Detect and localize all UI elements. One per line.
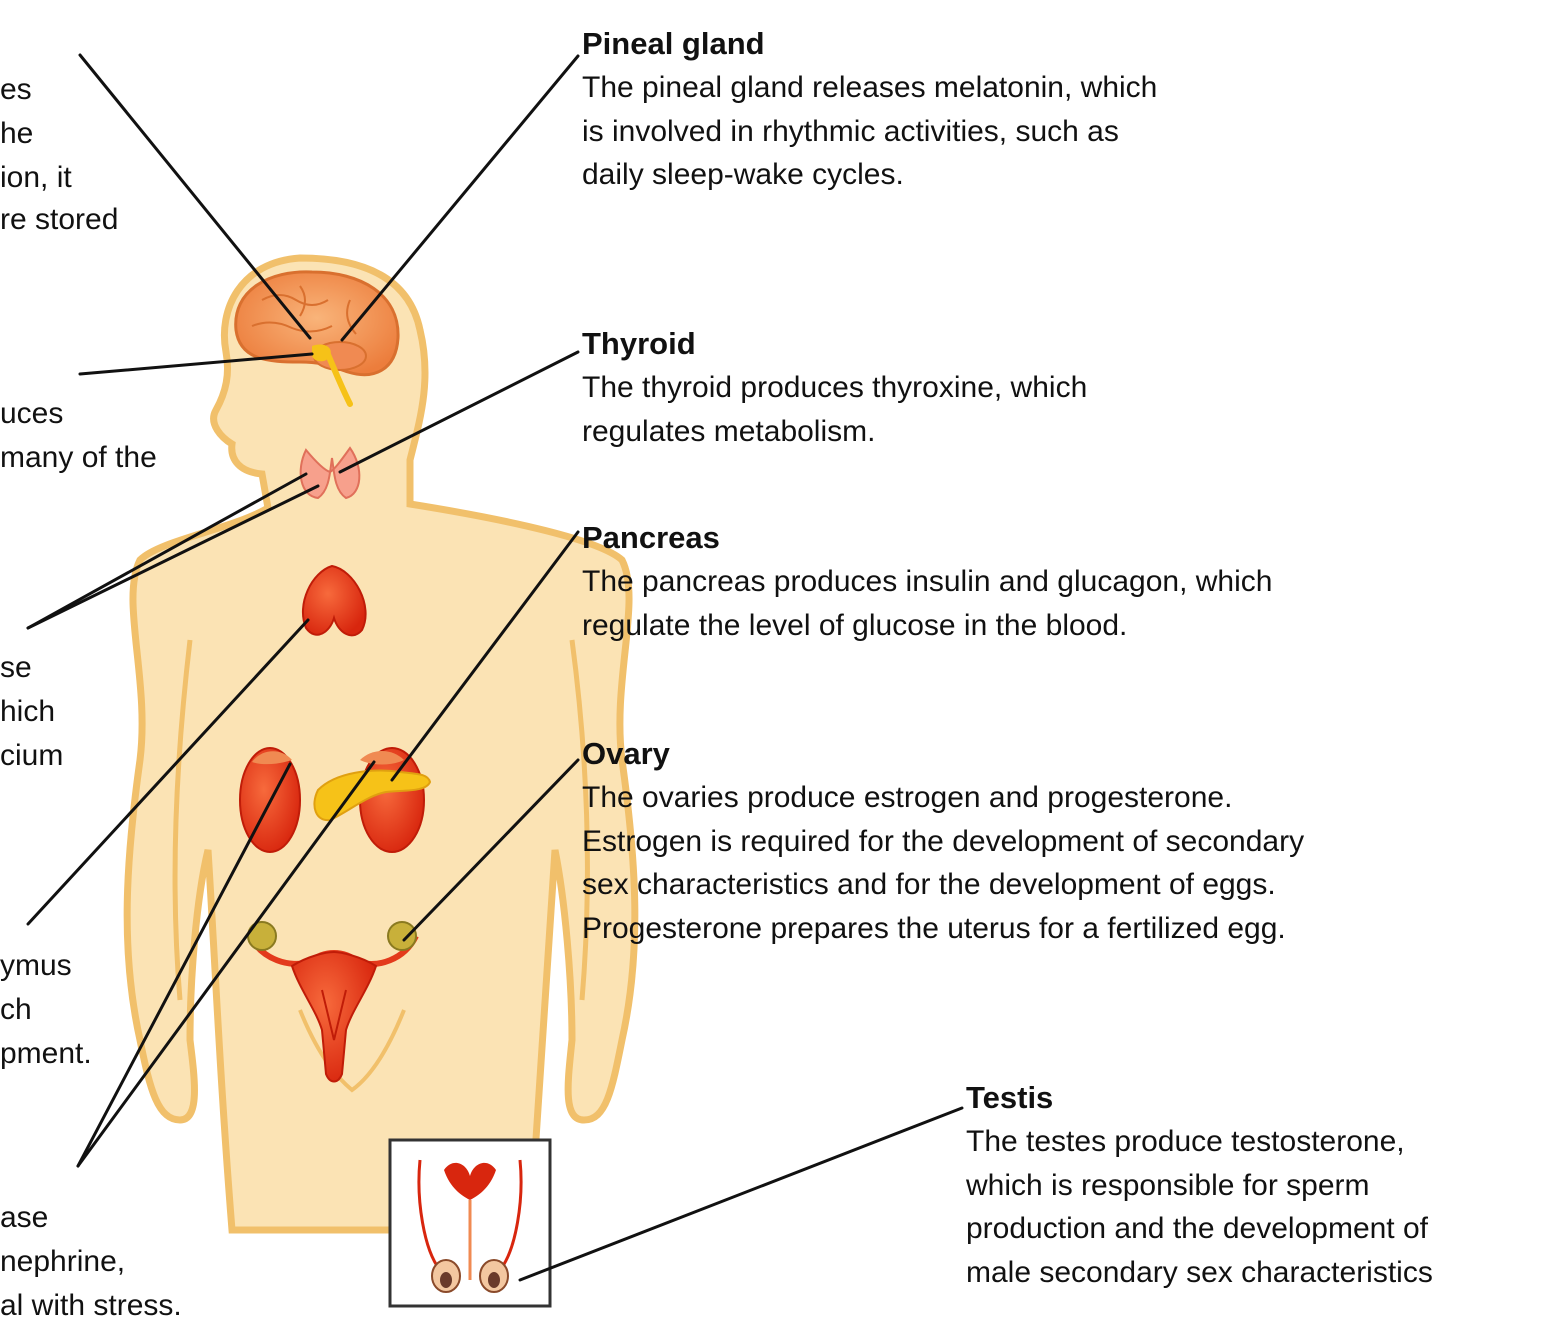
parathyroid-fragment: cium: [0, 739, 64, 772]
adrenal-gland-right: [360, 751, 404, 765]
thyroid-title: Thyroid: [582, 326, 696, 361]
ovary-line: Estrogen is required for the development…: [582, 824, 1305, 858]
leader-line-thymus: [26, 618, 310, 926]
ovary-line: The ovaries produce estrogen and progest…: [582, 781, 1233, 814]
leader-line-adrenal-b: [76, 760, 376, 1168]
leader-line-ovary: [402, 758, 580, 942]
pancreas-organ: [313, 769, 432, 822]
ovary-line: Progesterone prepares the uterus for a f…: [582, 911, 1286, 945]
pituitary-fragment: many of the: [0, 441, 157, 474]
thymus-organ: [301, 564, 367, 637]
pineal-line: The pineal gland releases melatonin, whi…: [582, 71, 1158, 104]
thymus-fragment: pment.: [0, 1037, 92, 1070]
brainstem: [323, 347, 353, 407]
hypothalamus-fragment: ion, it: [0, 161, 72, 194]
pineal-title: Pineal gland: [582, 26, 765, 61]
testis-line: The testes produce testosterone,: [966, 1125, 1405, 1158]
testis-line: which is responsible for sperm: [966, 1168, 1370, 1202]
testis-title: Testis: [966, 1080, 1054, 1115]
leader-line-hypothalamus: [78, 53, 312, 340]
leader-line-pituitary: [78, 352, 314, 376]
body-silhouette: [123, 254, 639, 1234]
leader-lines: [26, 53, 964, 1282]
thymus-fragment: ymus: [0, 949, 72, 982]
parathyroid-fragment: se: [0, 651, 32, 684]
testis-line: male secondary sex characteristics: [966, 1255, 1433, 1289]
thyroid-organ: [299, 446, 361, 500]
hypothalamus-fragment: es: [0, 73, 32, 106]
ovary-label: Ovary The ovaries produce estrogen and p…: [582, 734, 1304, 950]
ovary-title: Ovary: [582, 736, 670, 771]
thyroid-label: Thyroid The thyroid produces thyroxine, …: [582, 324, 1087, 453]
leader-line-testis: [518, 1106, 964, 1282]
testis-label: Testis The testes produce testosterone, …: [966, 1078, 1433, 1294]
pineal-label: Pineal gland The pineal gland releases m…: [582, 24, 1157, 197]
pituitary-fragment: uces: [0, 397, 64, 430]
thyroid-line: The thyroid produces thyroxine, which: [582, 371, 1088, 404]
uterus-organ: [247, 934, 419, 1083]
adrenal-fragment: nephrine,: [0, 1245, 126, 1278]
leader-line-pineal: [340, 54, 580, 342]
adrenal-gland-left: [252, 751, 292, 765]
parathyroid-fragment: hich: [0, 695, 56, 728]
leader-line-parathyroid-a: [26, 472, 308, 630]
leader-line-thyroid: [338, 350, 580, 474]
thyroid-line: regulates metabolism.: [582, 414, 876, 448]
adrenal-fragment: ase: [0, 1201, 49, 1234]
hypothalamus-fragment: re stored: [0, 203, 119, 236]
pineal-line: daily sleep-wake cycles.: [582, 158, 904, 191]
pineal-line: is involved in rhythmic activities, such…: [582, 114, 1119, 148]
thymus-fragment: ch: [0, 993, 32, 1026]
leader-line-adrenal-a: [76, 762, 292, 1168]
ovary-line: sex characteristics and for the developm…: [582, 868, 1276, 901]
pancreas-line: regulate the level of glucose in the blo…: [582, 608, 1128, 642]
leader-line-parathyroid-b: [26, 484, 320, 630]
ovary-right: [387, 921, 417, 951]
leader-line-pancreas: [390, 530, 580, 782]
testis-inset: [388, 1138, 552, 1308]
testis-line: production and the development of: [966, 1212, 1428, 1245]
pancreas-line: The pancreas produces insulin and glucag…: [582, 565, 1273, 598]
pancreas-title: Pancreas: [582, 520, 720, 555]
adrenal-fragment: al with stress.: [0, 1289, 182, 1322]
hypothalamus-fragment: he: [0, 117, 34, 150]
pancreas-label: Pancreas The pancreas produces insulin a…: [582, 518, 1272, 647]
